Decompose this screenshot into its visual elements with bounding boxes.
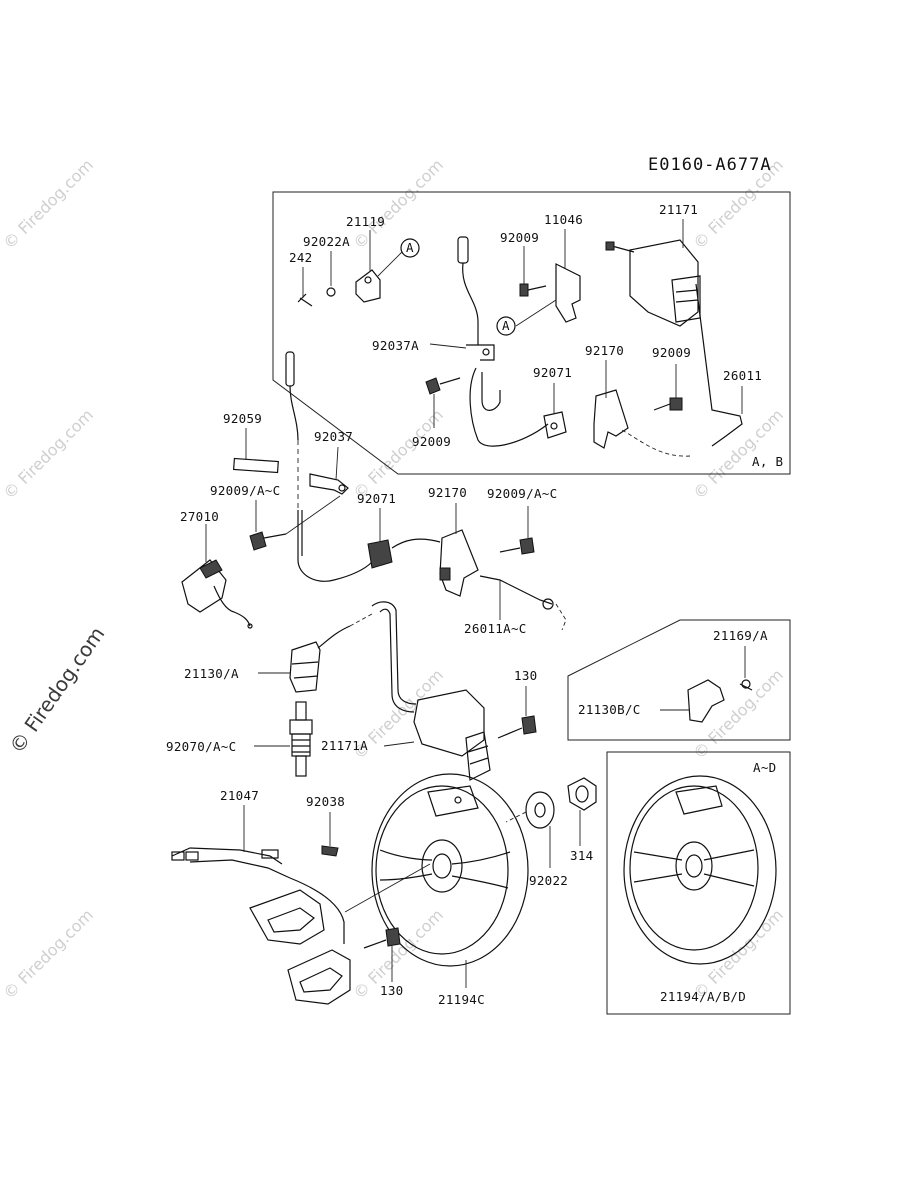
label-92009-ac-right: 92009/A~C: [487, 486, 557, 501]
part-92009-mid-shape: [653, 364, 683, 411]
part-11046-shape: [515, 229, 581, 327]
part-92071-top-shape: [543, 383, 567, 439]
label-92009-ac-left: 92009/A~C: [210, 483, 280, 498]
label-21130bc: 21130B/C: [578, 702, 641, 717]
inset-box-ad-label: A~D: [753, 760, 776, 775]
label-92170: 92170: [428, 485, 467, 500]
part-21194ABD-shape: [623, 775, 777, 965]
label-21119: 21119: [346, 214, 385, 229]
label-314: 314: [570, 848, 593, 863]
label-92037A: 92037A: [372, 338, 419, 353]
callout-a-label: A: [406, 240, 414, 255]
part-92009-low-shape: [425, 377, 461, 428]
label-21130a: 21130/A: [184, 666, 239, 681]
part-21171-shape: [605, 219, 701, 327]
part-26011-shape: [621, 283, 743, 457]
part-92038-shape: [321, 812, 339, 857]
label-92009-top: 92009: [500, 230, 539, 245]
inset-box-ab-label: A, B: [752, 454, 783, 469]
part-92009-ac-left-shape: [249, 495, 341, 551]
part-92059-shape: [232, 351, 299, 510]
watermark-side-text: © Firedog.com: [4, 622, 109, 758]
watermark-text: © Firedog.com: [689, 665, 787, 763]
label-92071-top: 92071: [533, 365, 572, 380]
label-21169a: 21169/A: [713, 628, 768, 643]
part-21169A-shape: [739, 646, 753, 691]
label-92038: 92038: [306, 794, 345, 809]
label-92037: 92037: [314, 429, 353, 444]
label-21047: 21047: [220, 788, 259, 803]
label-21171a: 21171A: [321, 738, 368, 753]
part-26011ac-shape: [479, 575, 567, 631]
label-92009-low: 92009: [412, 434, 451, 449]
label-21194c: 21194C: [438, 992, 485, 1007]
part-21047-shape: [171, 805, 431, 1005]
part-92022-shape: [505, 791, 555, 868]
label-92059: 92059: [223, 411, 262, 426]
part-21171A-shape: [383, 689, 491, 781]
part-27010-shape: [181, 524, 253, 629]
part-92009-ac-right-shape: [499, 506, 535, 555]
part-92071-shape: [297, 508, 441, 582]
label-130-bottom: 130: [380, 983, 403, 998]
part-21194C-shape: [371, 773, 529, 988]
watermark-text: © Firedog.com: [349, 155, 447, 253]
part-130-bottom-shape: [363, 927, 401, 982]
inset-box-cap: [567, 619, 791, 741]
callout-a-mid: A: [496, 316, 516, 336]
part-130-top-shape: [497, 686, 537, 739]
part-21130BC-shape: [660, 679, 725, 723]
part-92037A-shape: [429, 236, 549, 447]
part-21130A-shape: [258, 625, 351, 693]
inset-box-ab: A, B: [272, 191, 791, 475]
label-26011ac: 26011A~C: [464, 621, 527, 636]
part-92070-shape: [254, 701, 313, 777]
watermark-text: © Firedog.com: [0, 905, 97, 1003]
inset-box-ad: A~D: [606, 751, 791, 1015]
label-242: 242: [289, 250, 312, 265]
label-26011: 26011: [723, 368, 762, 383]
ignition-cable-shape: [349, 601, 417, 713]
label-130-top: 130: [514, 668, 537, 683]
label-92070: 92070/A~C: [166, 739, 236, 754]
diagram-code: E0160-A677A: [648, 155, 772, 175]
callout-a-label: A: [502, 318, 510, 333]
part-92170-shape: [439, 503, 479, 597]
label-92022: 92022: [529, 873, 568, 888]
label-11046: 11046: [544, 212, 583, 227]
part-92037-shape: [309, 446, 349, 495]
label-21194abd: 21194/A/B/D: [660, 989, 746, 1004]
part-92170-top-shape: [593, 360, 629, 449]
watermark-text: © Firedog.com: [0, 405, 97, 503]
part-92022A-shape: [326, 251, 336, 297]
part-92009-top-shape: [519, 246, 547, 297]
label-27010: 27010: [180, 509, 219, 524]
callout-a-top: A: [400, 238, 420, 258]
label-92009-mid: 92009: [652, 345, 691, 360]
part-labels: 21119 92022A 242 11046 92009 21171 92037…: [166, 202, 768, 1007]
label-92022A: 92022A: [303, 234, 350, 249]
label-92071: 92071: [357, 491, 396, 506]
part-314-shape: [567, 777, 597, 846]
label-92170-top: 92170: [585, 343, 624, 358]
part-242-shape: [297, 267, 313, 307]
part-21119-shape: [355, 230, 403, 303]
watermark-text: © Firedog.com: [0, 155, 97, 253]
label-21171: 21171: [659, 202, 698, 217]
